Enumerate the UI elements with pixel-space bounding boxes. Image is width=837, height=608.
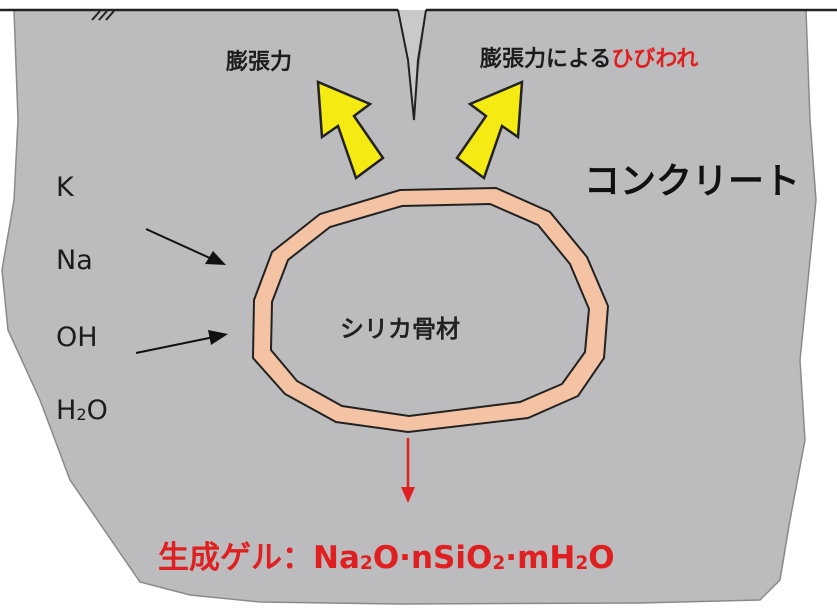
ion-arrow-lower bbox=[135, 330, 228, 354]
gel-formula: 生成ゲル：Na2O·nSiO2·mH2O bbox=[158, 532, 615, 577]
concrete-label: コンクリート bbox=[584, 161, 801, 202]
gel-sub-2: 2 bbox=[492, 552, 506, 574]
gel-arrow bbox=[401, 438, 415, 503]
gel-sub-1: 2 bbox=[359, 552, 373, 574]
aggregate-label: シリカ骨材 bbox=[340, 315, 460, 343]
expansion-arrow-right bbox=[455, 80, 524, 181]
crack-label: 膨張力によるひびわれ bbox=[480, 41, 698, 73]
silica-aggregate-core bbox=[269, 202, 591, 418]
gel-sub-3: 2 bbox=[575, 552, 589, 574]
ion-na: Na bbox=[56, 245, 93, 276]
gel-tail: O bbox=[588, 540, 615, 576]
gel-mid-1: O·nSiO bbox=[372, 540, 493, 576]
expansion-force-label: 膨張力 bbox=[226, 50, 293, 75]
ion-oh: OH bbox=[56, 322, 98, 353]
crack-label-word: ひびわれ bbox=[611, 47, 699, 72]
ion-h2o-base: H bbox=[56, 395, 77, 426]
crack-line bbox=[397, 9, 427, 121]
crack-label-prefix: 膨張力による bbox=[480, 47, 612, 72]
ion-arrow-upper bbox=[145, 228, 226, 265]
ion-h2o-tail: O bbox=[86, 395, 108, 426]
ion-k: K bbox=[56, 172, 74, 203]
expansion-arrow-left bbox=[316, 80, 385, 181]
ion-h2o-sub: 2 bbox=[76, 404, 87, 424]
gel-prefix: 生成ゲル：Na bbox=[158, 540, 360, 576]
gel-mid-2: ·mH bbox=[505, 540, 576, 576]
ion-h2o: H2O bbox=[56, 395, 108, 426]
ground-hatch bbox=[91, 10, 115, 21]
